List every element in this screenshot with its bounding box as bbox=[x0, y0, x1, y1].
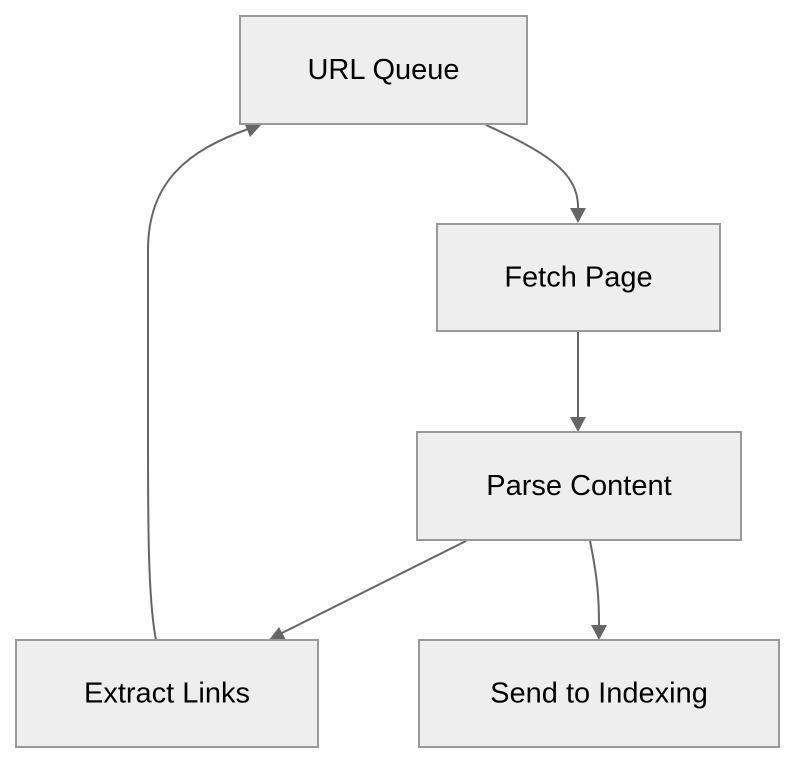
node-label-send-to-indexing: Send to Indexing bbox=[490, 678, 708, 710]
node-url-queue[interactable]: URL Queue bbox=[239, 15, 528, 125]
arrowhead-send-to-indexing bbox=[591, 625, 607, 640]
edge-parse-content-to-extract-links bbox=[281, 540, 467, 634]
arrowhead-extract-links bbox=[269, 627, 286, 640]
node-label-parse-content: Parse Content bbox=[486, 470, 671, 502]
node-fetch-page[interactable]: Fetch Page bbox=[436, 223, 721, 332]
edges bbox=[147, 122, 607, 641]
edge-url-queue-to-fetch-page bbox=[485, 124, 580, 211]
node-parse-content[interactable]: Parse Content bbox=[416, 431, 742, 541]
node-label-extract-links: Extract Links bbox=[84, 678, 250, 710]
node-label-url-queue: URL Queue bbox=[307, 54, 459, 86]
node-send-to-indexing[interactable]: Send to Indexing bbox=[418, 639, 780, 748]
edge-parse-content-to-send-to-indexing bbox=[589, 540, 600, 627]
arrowhead-parse-content bbox=[570, 417, 586, 432]
node-extract-links[interactable]: Extract Links bbox=[15, 639, 319, 748]
node-label-fetch-page: Fetch Page bbox=[504, 262, 652, 294]
edge-extract-links-to-url-queue bbox=[147, 128, 249, 641]
arrowhead-url-queue bbox=[244, 122, 262, 137]
arrowhead-fetch-page bbox=[570, 208, 586, 223]
